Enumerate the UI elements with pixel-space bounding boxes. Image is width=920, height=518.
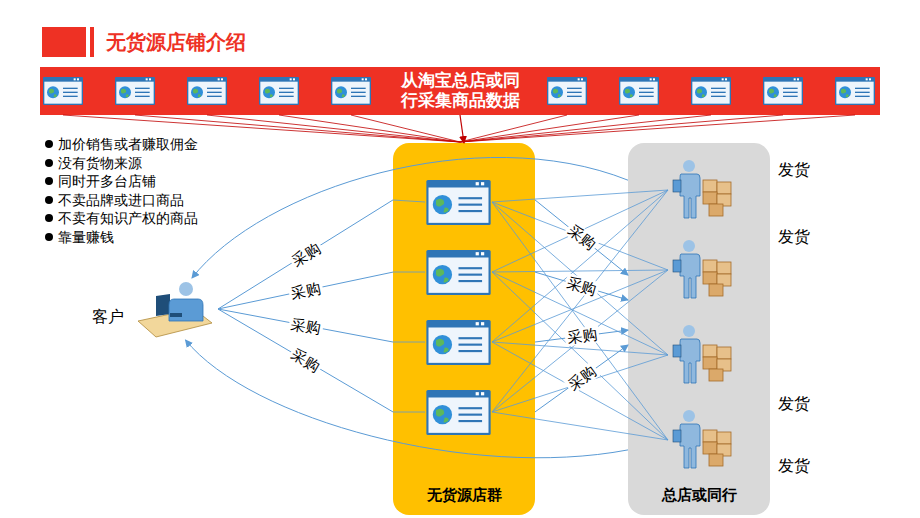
- bullet-dot: [45, 140, 53, 148]
- connector: [535, 345, 628, 412]
- connector: [218, 309, 393, 412]
- store-icon: [426, 180, 490, 225]
- bullet-item: 同时开多台店铺: [58, 172, 156, 190]
- connector: [186, 340, 629, 458]
- purchase-line: [393, 200, 425, 202]
- purchase-line: [492, 355, 668, 412]
- collect-line: [207, 115, 460, 142]
- supplier-figure: [673, 325, 731, 383]
- banner-icon: [835, 77, 875, 105]
- banner-icon: [547, 77, 587, 105]
- purchase-line: [492, 190, 668, 272]
- bullet-item: 没有货物来源: [58, 154, 142, 172]
- source-banner: 从淘宝总店或同行采集商品数据: [40, 67, 880, 115]
- banner-icon: [763, 77, 803, 105]
- edge-label: 采购: [563, 220, 600, 255]
- purchase-line: [393, 412, 425, 413]
- title-bar: [90, 27, 94, 57]
- purchase-line: [492, 190, 668, 202]
- banner-icon: [619, 77, 659, 105]
- node-text: 从淘宝总店或同行采集商品数据: [395, 71, 525, 111]
- slide-title: 无货源店铺介绍: [106, 29, 246, 55]
- purchase-line: [492, 272, 668, 440]
- title-block: [42, 27, 86, 57]
- supplier-figure: [673, 160, 731, 218]
- banner-icon: [259, 77, 299, 105]
- supplier-figure: [673, 410, 731, 468]
- node-text: 客户: [92, 307, 124, 327]
- store-icon: [426, 390, 490, 435]
- bullet-dot: [45, 214, 53, 222]
- purchase-line: [492, 190, 668, 412]
- edge-label: 采购: [287, 238, 325, 270]
- bullet-dot: [45, 177, 53, 185]
- supplier-figure: [673, 240, 731, 298]
- bullet-dot: [45, 159, 53, 167]
- collect-line: [460, 115, 711, 142]
- purchase-line: [393, 342, 425, 343]
- connector: [535, 272, 628, 300]
- connector: [460, 115, 464, 143]
- collect-line: [460, 115, 855, 142]
- ship-label: 发货: [778, 395, 810, 413]
- collect-line: [460, 115, 639, 142]
- connector: [535, 200, 628, 275]
- bullet-item: 不卖品牌或进口商品: [58, 191, 184, 209]
- connector: [218, 272, 393, 309]
- banner-icon: [187, 77, 227, 105]
- connector: [218, 309, 393, 342]
- bullet-dot: [45, 196, 53, 204]
- banner-icons: [43, 77, 875, 105]
- purchase-line: [492, 270, 668, 412]
- bullet-dot: [45, 233, 53, 241]
- purchase-line: [492, 412, 668, 440]
- purchase-line: [492, 272, 668, 355]
- customer-figure: [138, 282, 212, 337]
- store-icons: [426, 180, 490, 435]
- banner-icon: [691, 77, 731, 105]
- edge-label: 采购: [563, 362, 601, 396]
- bullet-item: 靠量赚钱: [58, 228, 114, 246]
- bullet-item: 加价销售或者赚取佣金: [58, 135, 198, 153]
- banner-icon: [331, 77, 371, 105]
- supplier-figures: [673, 160, 731, 468]
- edge-label: 采购: [564, 325, 600, 346]
- purchase-lines: [393, 190, 668, 440]
- ship-label: 发货: [778, 161, 810, 179]
- purchase-line: [492, 190, 668, 342]
- edge-label: 采购: [287, 314, 324, 337]
- ship-label: 发货: [778, 228, 810, 246]
- bullet-item: 不卖有知识产权的商品: [58, 209, 198, 227]
- purchase-line: [393, 272, 425, 273]
- node-text: 总店或同行: [628, 485, 770, 505]
- connector: [192, 157, 628, 278]
- collect-line: [460, 115, 783, 142]
- node-text: 无货源店群: [393, 485, 535, 505]
- banner-icon: [115, 77, 155, 105]
- banner-icon: [43, 77, 83, 105]
- collect-line: [279, 115, 460, 142]
- edge-label: 采购: [287, 279, 324, 303]
- purchase-line: [492, 202, 668, 355]
- ship-label: 发货: [778, 457, 810, 475]
- connector: [218, 200, 393, 309]
- purchase-line: [492, 202, 668, 440]
- store-icon: [426, 320, 490, 365]
- store-icon: [426, 250, 490, 295]
- edge-label: 采购: [287, 345, 325, 377]
- purchase-line: [492, 270, 668, 272]
- edge-label: 采购: [563, 273, 600, 299]
- collect-line: [351, 115, 460, 142]
